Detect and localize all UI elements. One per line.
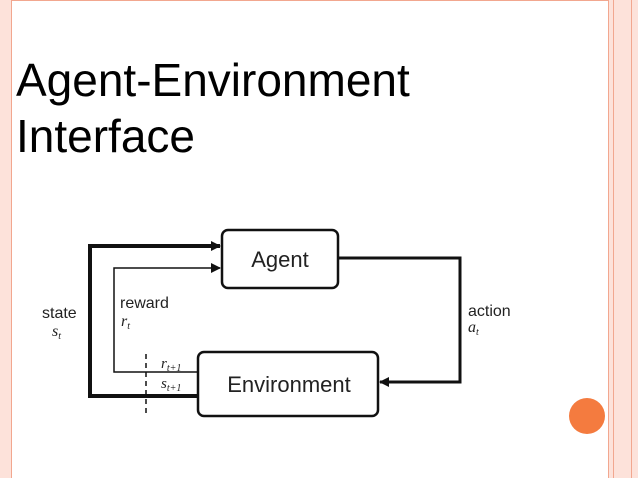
action-arrow — [338, 256, 462, 387]
state-symbol: st — [52, 323, 61, 342]
action-label: action — [468, 303, 511, 320]
state-arrow — [88, 241, 221, 398]
right-border-line — [613, 0, 614, 478]
state-label: state — [42, 305, 77, 322]
left-border — [0, 0, 12, 478]
right-border-line — [631, 0, 632, 478]
right-border — [608, 0, 638, 478]
slide-title: Agent-Environment Interface — [16, 52, 576, 164]
action-symbol: at — [468, 319, 479, 338]
decorative-orange-dot — [569, 398, 605, 434]
next-reward-symbol: rt+1 — [161, 356, 181, 374]
reward-arrow — [113, 263, 221, 373]
reward-label: reward — [120, 295, 169, 312]
top-rule — [11, 0, 608, 1]
reward-symbol: rt — [121, 313, 130, 332]
next-state-symbol: st+1 — [161, 376, 181, 394]
agent-label: Agent — [251, 247, 309, 272]
environment-box — [196, 350, 380, 418]
title-line-1: Agent-Environment — [16, 54, 410, 106]
title-line-2: Interface — [16, 110, 195, 162]
environment-label: Environment — [227, 372, 351, 397]
